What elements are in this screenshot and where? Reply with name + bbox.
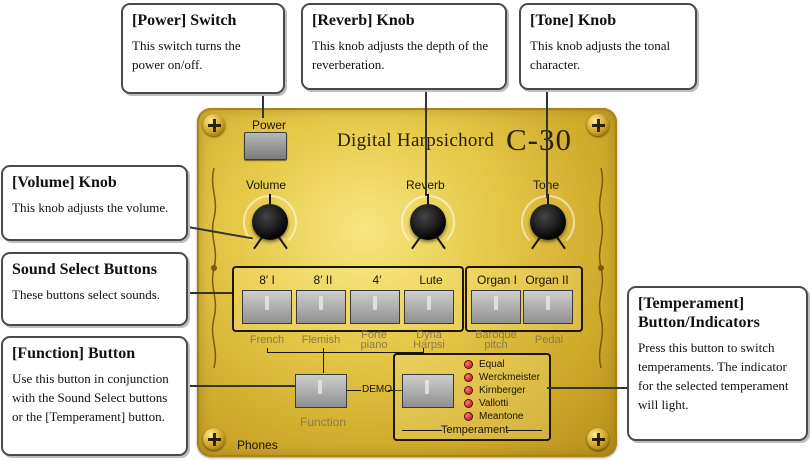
leader-line-reverb (425, 88, 427, 196)
callout-temperament: [Temperament] Button/Indicators Press th… (627, 286, 808, 441)
reverb-knob[interactable] (410, 204, 446, 240)
demo-line (347, 390, 361, 391)
function-sound-label: Forte piano (360, 329, 388, 351)
callout-body: This knob adjusts the tonal character. (530, 38, 671, 72)
temperament-label: Temperament (441, 424, 509, 436)
sound-select-button-6[interactable] (523, 290, 573, 324)
reverb-indicator (427, 194, 429, 204)
callout-body: This switch turns the power on/off. (132, 38, 241, 72)
function-bracket-line (267, 348, 268, 353)
sound-select-button-2[interactable] (296, 290, 346, 324)
callout-title: [Volume] Knob (12, 174, 117, 191)
temperament-led (465, 400, 472, 407)
callout-title: [Reverb] Knob (312, 12, 415, 29)
power-switch[interactable] (244, 132, 287, 160)
callout-power: [Power] Switch This switch turns the pow… (121, 3, 285, 94)
temperament-led (465, 361, 472, 368)
leader-line-tone (546, 88, 548, 198)
function-label: Function (300, 415, 347, 429)
callout-reverb: [Reverb] Knob This knob adjusts the dept… (301, 3, 507, 90)
callout-tone: [Tone] Knob This knob adjusts the tonal … (519, 3, 697, 90)
callout-function: [Function] Button Use this button in con… (1, 336, 188, 456)
temperament-line (402, 430, 442, 431)
demo-line (388, 390, 402, 391)
temperament-option: Vallotti (479, 398, 509, 409)
function-sound-label: Pedal (534, 334, 564, 346)
sound-button-label: 8′ I (259, 273, 275, 287)
callout-body: This knob adjusts the depth of the rever… (312, 38, 489, 72)
callout-volume: [Volume] Knob This knob adjusts the volu… (1, 165, 188, 241)
temperament-led (465, 374, 472, 381)
brand-name: Digital Harpsichord (337, 130, 495, 151)
harpsichord-panel: Digital Harpsichord C-30 Power Volume Re… (197, 108, 617, 457)
temperament-option: Equal (479, 359, 505, 370)
sound-button-label: 4′ (372, 273, 382, 287)
screw-icon (203, 114, 225, 136)
function-bracket-line (423, 348, 424, 353)
demo-label: DEMO (362, 384, 392, 395)
function-sound-label: Flemish (301, 334, 341, 346)
model-name: C-30 (506, 122, 572, 157)
volume-indicator (269, 194, 271, 204)
leader-line-temperament (547, 387, 627, 389)
leader-line-sound (188, 292, 232, 294)
temperament-line (507, 430, 542, 431)
function-bracket-line (323, 348, 324, 373)
temperament-option: Werckmeister (479, 372, 540, 383)
power-label: Power (252, 118, 287, 132)
volume-knob[interactable] (252, 204, 288, 240)
sound-select-button-5[interactable] (471, 290, 521, 324)
callout-body: This knob adjusts the volume. (12, 200, 169, 215)
temperament-led (465, 413, 472, 420)
sound-button-label: 8′ II (313, 273, 333, 287)
function-bracket-line (267, 352, 423, 353)
temperament-led (465, 387, 472, 394)
screw-icon (587, 114, 609, 136)
function-sound-label: Dyna Harpsi (413, 329, 445, 351)
phones-label: Phones (237, 438, 278, 452)
sound-button-label: Organ I (476, 273, 518, 287)
sound-select-button-4[interactable] (404, 290, 454, 324)
callout-title: [Function] Button (12, 345, 136, 362)
temperament-button[interactable] (402, 374, 454, 408)
leader-line-function (188, 385, 296, 387)
callout-sound-select: Sound Select Buttons These buttons selec… (1, 252, 188, 326)
ornament-left-icon (211, 168, 217, 368)
function-sound-label: Baroque pitch (475, 329, 517, 351)
tone-indicator (547, 194, 549, 204)
function-button[interactable] (295, 374, 347, 408)
screw-icon (587, 428, 609, 450)
callout-title: [Temperament] Button/Indicators (638, 295, 760, 331)
callout-body: These buttons select sounds. (12, 287, 161, 302)
sound-button-label: Organ II (525, 273, 569, 287)
sound-select-button-3[interactable] (350, 290, 400, 324)
ornament-right-icon (598, 168, 604, 368)
sound-select-button-1[interactable] (242, 290, 292, 324)
function-sound-label: French (249, 334, 285, 346)
callout-title: Sound Select Buttons (12, 261, 157, 278)
callout-title: [Tone] Knob (530, 12, 617, 29)
screw-icon (203, 428, 225, 450)
temperament-option: Meantone (479, 411, 524, 422)
callout-body: Use this button in conjunction with the … (12, 371, 169, 424)
volume-label: Volume (246, 178, 287, 192)
temperament-option: Kirnberger (479, 385, 526, 396)
callout-title: [Power] Switch (132, 12, 237, 29)
sound-button-label: Lute (419, 273, 443, 287)
callout-body: Press this button to switch temperaments… (638, 340, 789, 412)
leader-line-power (262, 94, 264, 118)
tone-knob[interactable] (530, 204, 566, 240)
